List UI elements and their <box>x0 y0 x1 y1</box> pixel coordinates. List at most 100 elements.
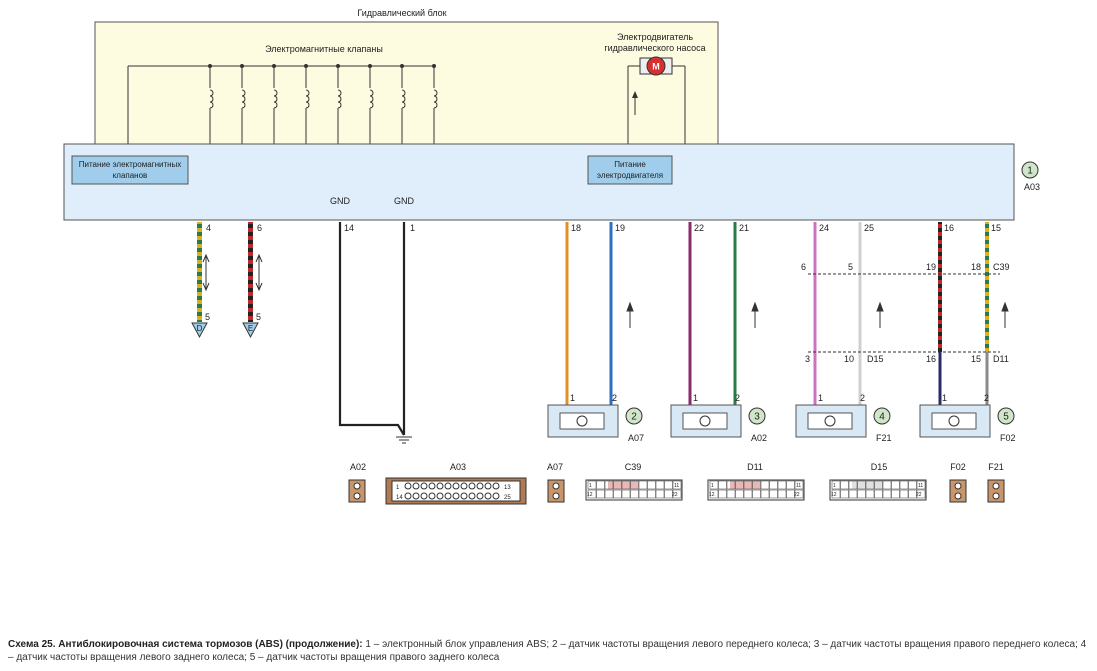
svg-text:22: 22 <box>794 492 800 498</box>
valves-title: Электромагнитные клапаны <box>265 44 383 54</box>
sensor-pin1: 1 <box>818 393 823 403</box>
connector-label: F02 <box>950 462 966 472</box>
sensor-number-badge <box>997 407 1015 425</box>
sensor-icon <box>824 415 836 427</box>
motor-power-label-1: Питание <box>614 160 646 169</box>
connector-2pin <box>987 479 1005 503</box>
pin-18: 18 <box>571 223 581 233</box>
svg-text:11: 11 <box>674 483 679 489</box>
motor-power-label-2: электродвигателя <box>597 171 663 180</box>
svg-text:12: 12 <box>831 492 837 498</box>
svg-text:22: 22 <box>916 492 922 498</box>
conn-right-b: 18 <box>971 262 981 272</box>
svg-text:12: 12 <box>587 492 593 498</box>
svg-text:1: 1 <box>589 483 592 489</box>
pin-19: 19 <box>615 223 625 233</box>
valve-power-box <box>71 155 189 185</box>
connector-label: C39 <box>625 462 642 472</box>
sensor-pin2: 2 <box>984 393 989 403</box>
sensor-pin2: 2 <box>612 393 617 403</box>
wire-pin6 <box>248 222 253 322</box>
sensor-number: 2 <box>631 412 637 423</box>
conn-low-right-a: 16 <box>926 354 936 364</box>
connector-2pin <box>949 479 967 503</box>
sensor-ref: F21 <box>876 433 892 443</box>
pin-25: 25 <box>864 223 874 233</box>
sensor-ref: A07 <box>628 433 644 443</box>
svg-text:1: 1 <box>1027 166 1033 177</box>
conn-d15: D15 <box>867 354 884 364</box>
caption-text: 1 – электронный блок управления ABS; 2 –… <box>8 639 1087 663</box>
svg-text:12: 12 <box>709 492 715 498</box>
sensor-number: 4 <box>879 412 885 423</box>
svg-text:11: 11 <box>918 483 923 489</box>
svg-text:1: 1 <box>833 483 836 489</box>
motor-power-box <box>587 155 673 185</box>
pin-16: 16 <box>944 223 954 233</box>
sensor-pin1: 1 <box>693 393 698 403</box>
pump-motor: M <box>627 56 686 150</box>
gnd-label-1: GND <box>394 196 415 206</box>
conn-low-left-b: 10 <box>844 354 854 364</box>
ground-icon <box>396 436 412 444</box>
svg-text:14: 14 <box>396 495 403 501</box>
sensor-number-badge <box>748 407 766 425</box>
pin-4: 4 <box>206 223 211 233</box>
sensor-pin1: 1 <box>942 393 947 403</box>
valve-power-label-1: Питание электромагнитных <box>79 160 182 169</box>
sensor-icon <box>699 415 711 427</box>
caption-title: Схема 25. Антиблокировочная система торм… <box>8 639 363 650</box>
conn-low-left-a: 3 <box>805 354 810 364</box>
sensor-pin1: 1 <box>570 393 575 403</box>
wiring: 4 6 5 5 D E 14 1 18 19 <box>191 222 1010 444</box>
conn-low-right-b: 15 <box>971 354 981 364</box>
sensor-ref: A02 <box>751 433 767 443</box>
svg-text:25: 25 <box>504 495 511 501</box>
valve-power-label-2: клапанов <box>113 171 148 180</box>
connector-2pin <box>547 479 565 503</box>
connector-2pin <box>348 479 366 503</box>
wire-pin16 <box>938 222 942 352</box>
ecu-number-badge <box>1021 161 1039 179</box>
sensor-number: 3 <box>754 412 760 423</box>
pin-d-5: 5 <box>205 312 210 322</box>
conn-left-a: 6 <box>801 262 806 272</box>
connector-label: D11 <box>747 462 763 472</box>
svg-text:22: 22 <box>672 492 678 498</box>
conn-right-a: 19 <box>926 262 936 272</box>
sensor-icon <box>948 415 960 427</box>
pin-14: 14 <box>344 223 354 233</box>
hydraulic-block-title: Гидравлический блок <box>357 8 446 18</box>
svg-text:1: 1 <box>711 483 714 489</box>
connector-label: A03 <box>450 462 466 472</box>
sensor-number: 5 <box>1003 412 1009 423</box>
svg-text:D: D <box>197 324 203 333</box>
motor-icon <box>646 56 666 76</box>
ecu-ref: A03 <box>1024 182 1040 192</box>
pin-21: 21 <box>739 223 749 233</box>
figure-caption: Схема 25. Антиблокировочная система торм… <box>8 638 1088 664</box>
pump-title-line1: Электродвигатель <box>617 32 693 42</box>
pin-6: 6 <box>257 223 262 233</box>
hydraulic-block: Гидравлический блок Электромагнитные кла… <box>94 8 719 182</box>
terminal-e <box>242 322 259 339</box>
svg-text:13: 13 <box>504 485 511 491</box>
connector-label: F21 <box>988 462 1004 472</box>
sensor-icon <box>576 415 588 427</box>
sensor-number-badge <box>873 407 891 425</box>
connector-label: A07 <box>547 462 563 472</box>
ecu-block: Питание электромагнитных клапанов Питани… <box>63 143 1040 221</box>
connector-label: D15 <box>871 462 888 472</box>
conn-d11: D11 <box>993 354 1009 364</box>
wire-pin15 <box>985 222 989 352</box>
sensor-number-badge <box>625 407 643 425</box>
